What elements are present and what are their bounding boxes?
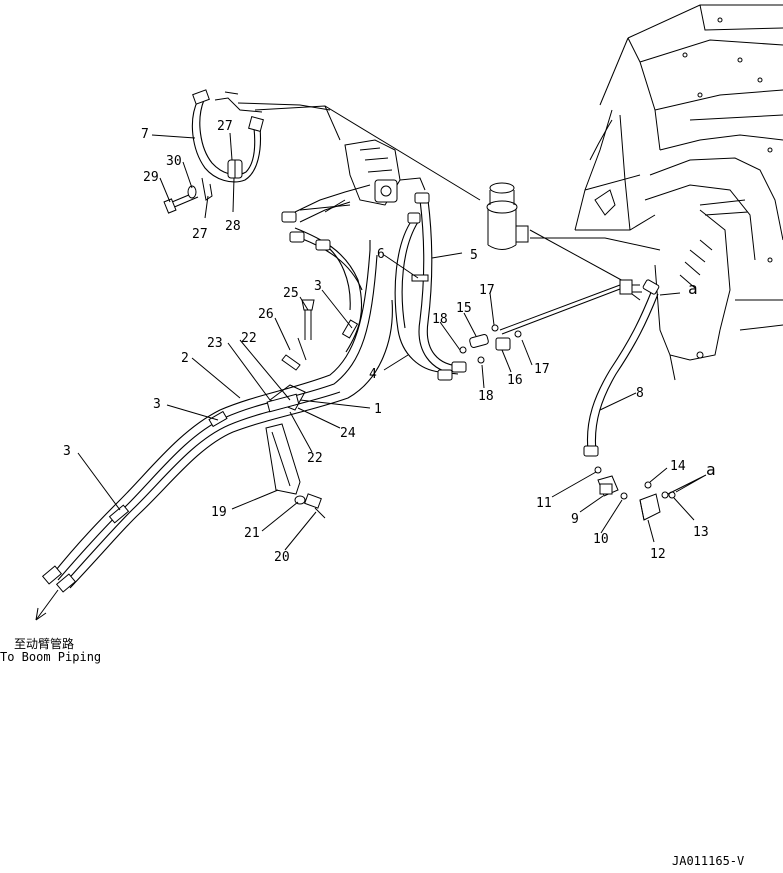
label-a: a — [706, 460, 716, 479]
label-22: 22 — [307, 451, 323, 466]
label-a: a — [688, 279, 698, 298]
label-7: 7 — [141, 127, 149, 142]
hose-7 — [191, 89, 264, 183]
drawing-code: JA011165-V — [672, 854, 744, 868]
label-13: 13 — [693, 525, 709, 540]
label-26: 26 — [258, 307, 274, 322]
label-28: 28 — [225, 219, 241, 234]
clamp-set-22-26 — [266, 299, 315, 413]
clamp-set-29-30-27 — [163, 177, 213, 214]
bracket-19 — [265, 423, 326, 519]
label-12: 12 — [650, 547, 666, 562]
label-27: 27 — [192, 227, 208, 242]
label-29: 29 — [143, 170, 159, 185]
label-3: 3 — [314, 279, 322, 294]
label-3: 3 — [153, 397, 161, 412]
label-17: 17 — [479, 283, 495, 298]
label-30: 30 — [166, 154, 182, 169]
label-25: 25 — [283, 286, 299, 301]
control-valve-block — [344, 139, 426, 206]
label-1: 1 — [374, 402, 382, 417]
machine-frame — [574, 4, 783, 381]
label-18: 18 — [432, 312, 448, 327]
label-6: 6 — [377, 247, 385, 262]
label-5: 5 — [470, 248, 478, 263]
label-8: 8 — [636, 386, 644, 401]
label-19: 19 — [211, 505, 227, 520]
hose-8 — [583, 279, 660, 457]
accumulator — [486, 182, 529, 250]
caption-chinese: 至动臂管路 — [14, 636, 74, 651]
hoses-4-5-6 — [394, 192, 467, 381]
label-24: 24 — [340, 426, 356, 441]
label-4: 4 — [369, 367, 377, 382]
label-17: 17 — [534, 362, 550, 377]
boom-hoses — [41, 184, 393, 593]
fittings-15-18 — [459, 284, 621, 364]
label-15: 15 — [456, 301, 472, 316]
label-27: 27 — [217, 119, 233, 134]
label-14: 14 — [670, 459, 686, 474]
leader-lines — [237, 102, 661, 301]
captions: 至动臂管路 To Boom Piping JA011165-V — [0, 636, 744, 868]
label-2: 2 — [181, 351, 189, 366]
label-18: 18 — [478, 389, 494, 404]
caption-english: To Boom Piping — [0, 650, 101, 664]
fittings-9-13 — [594, 466, 676, 521]
number-leaders — [77, 132, 707, 551]
label-20: 20 — [274, 550, 290, 565]
label-16: 16 — [507, 373, 523, 388]
label-23: 23 — [207, 336, 223, 351]
label-3: 3 — [63, 444, 71, 459]
label-9: 9 — [571, 512, 579, 527]
label-21: 21 — [244, 526, 260, 541]
label-11: 11 — [536, 496, 552, 511]
callout-labels: 1 2 3 3 3 4 5 6 7 8 9 10 11 12 13 14 15 … — [63, 119, 716, 565]
to-boom-arrow — [35, 589, 59, 621]
label-22: 22 — [241, 331, 257, 346]
label-10: 10 — [593, 532, 609, 547]
